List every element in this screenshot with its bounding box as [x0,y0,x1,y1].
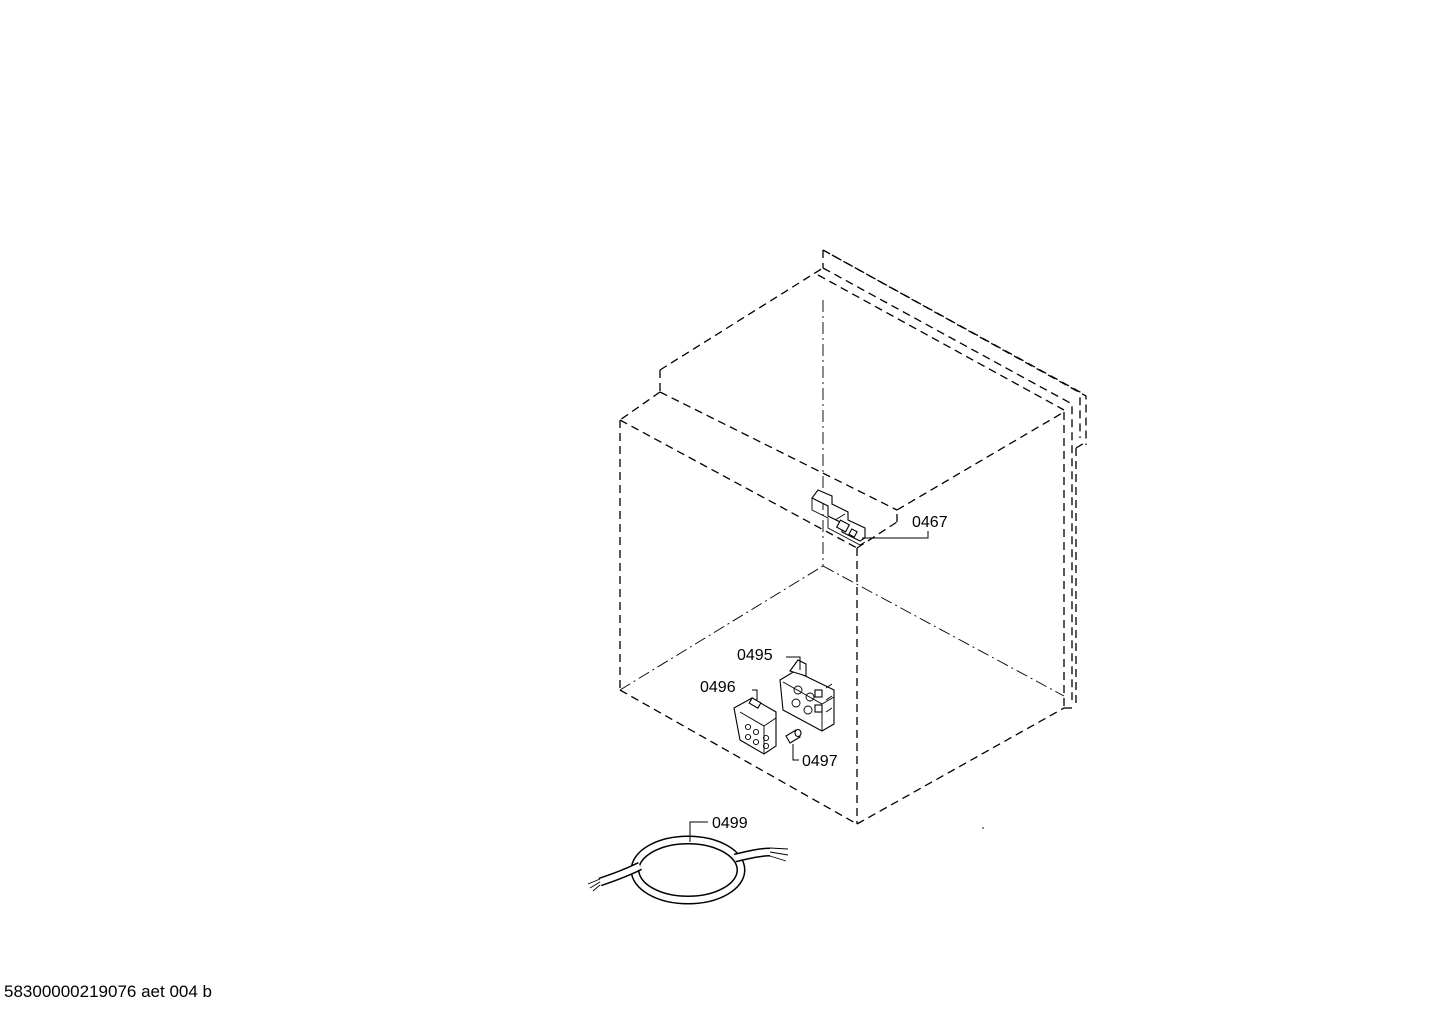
part-0496-cover [733,697,777,755]
callout-0467: 0467 [912,514,948,531]
part-0497-fuse [785,728,802,744]
leader-lines [689,531,929,842]
oven-housing-outline [619,249,1087,825]
callout-0497: 0497 [802,753,838,770]
document-id-label: 58300000219076 aet 004 b [4,982,212,1001]
stray-dot [982,827,984,829]
callout-0496: 0496 [700,679,736,696]
callout-0499: 0499 [712,815,748,832]
part-0467-bracket [811,489,866,546]
part-0495-terminal-block [779,659,835,732]
part-0499-power-cable [587,835,789,905]
callout-0495: 0495 [737,647,773,664]
